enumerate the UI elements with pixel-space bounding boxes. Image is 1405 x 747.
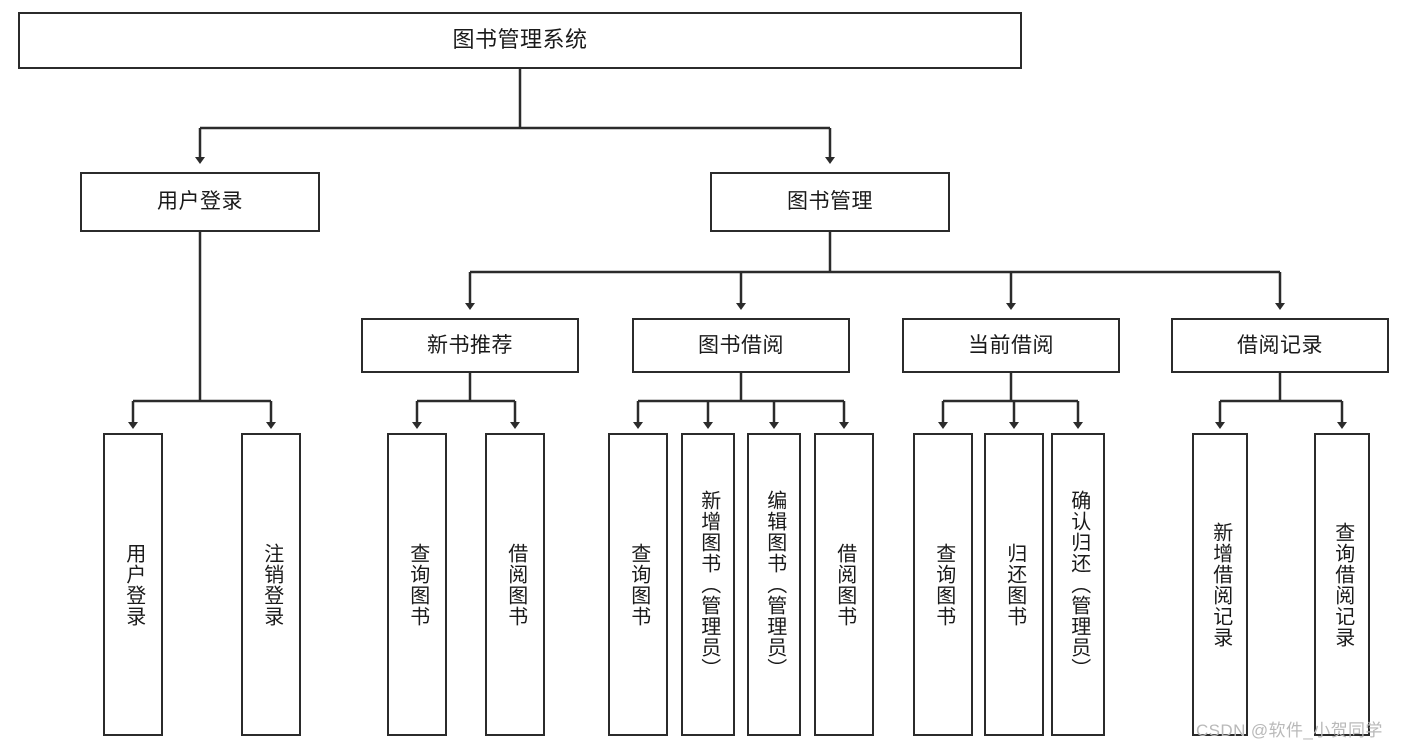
node-new-book-recommend-label: 新书推荐 — [427, 333, 513, 357]
leaf-query-book-newbook-label: 查询图书 — [406, 542, 429, 627]
node-current-borrow-label: 当前借阅 — [968, 333, 1054, 357]
node-borrow-record[interactable]: 借阅记录 — [1171, 318, 1389, 373]
node-borrow-record-label: 借阅记录 — [1237, 333, 1323, 357]
node-new-book-recommend[interactable]: 新书推荐 — [361, 318, 579, 373]
node-user-login[interactable]: 用户登录 — [80, 172, 320, 232]
leaf-borrow-book-newbook[interactable]: 借阅图书 — [485, 433, 545, 736]
node-book-borrow-label: 图书借阅 — [698, 333, 784, 357]
watermark: CSDN @软件_小贺同学 — [1196, 721, 1383, 740]
leaf-query-book-borrow[interactable]: 查询图书 — [608, 433, 668, 736]
leaf-user-login[interactable]: 用户登录 — [103, 433, 163, 736]
leaf-return-book-label: 归还图书 — [1003, 542, 1026, 627]
leaf-edit-book-label: 编辑图书（管理员） — [763, 490, 786, 679]
node-user-login-label: 用户登录 — [157, 190, 243, 214]
node-root-label: 图书管理系统 — [452, 27, 588, 53]
leaf-user-logout-label: 注销登录 — [260, 542, 283, 627]
leaf-confirm-return[interactable]: 确认归还（管理员） — [1051, 433, 1105, 736]
leaf-borrow-book-borrow-label: 借阅图书 — [833, 542, 856, 627]
leaf-query-borrow-record-label: 查询借阅记录 — [1331, 521, 1354, 648]
leaf-add-book[interactable]: 新增图书（管理员） — [681, 433, 735, 736]
leaf-query-borrow-record[interactable]: 查询借阅记录 — [1314, 433, 1370, 736]
leaf-edit-book[interactable]: 编辑图书（管理员） — [747, 433, 801, 736]
leaf-return-book[interactable]: 归还图书 — [984, 433, 1044, 736]
leaf-user-login-label: 用户登录 — [122, 542, 145, 627]
leaf-query-book-borrow-label: 查询图书 — [627, 542, 650, 627]
node-current-borrow[interactable]: 当前借阅 — [902, 318, 1120, 373]
leaf-user-logout[interactable]: 注销登录 — [241, 433, 301, 736]
leaf-add-borrow-record[interactable]: 新增借阅记录 — [1192, 433, 1248, 736]
leaf-borrow-book-borrow[interactable]: 借阅图书 — [814, 433, 874, 736]
leaf-query-book-newbook[interactable]: 查询图书 — [387, 433, 447, 736]
leaf-confirm-return-label: 确认归还（管理员） — [1067, 490, 1090, 679]
node-book-management[interactable]: 图书管理 — [710, 172, 950, 232]
node-book-management-label: 图书管理 — [787, 190, 873, 214]
leaf-add-borrow-record-label: 新增借阅记录 — [1209, 521, 1232, 648]
leaf-add-book-label: 新增图书（管理员） — [697, 490, 720, 679]
leaf-query-book-current-label: 查询图书 — [932, 542, 955, 627]
node-root[interactable]: 图书管理系统 — [18, 12, 1022, 69]
leaf-query-book-current[interactable]: 查询图书 — [913, 433, 973, 736]
leaf-borrow-book-newbook-label: 借阅图书 — [504, 542, 527, 627]
node-book-borrow[interactable]: 图书借阅 — [632, 318, 850, 373]
